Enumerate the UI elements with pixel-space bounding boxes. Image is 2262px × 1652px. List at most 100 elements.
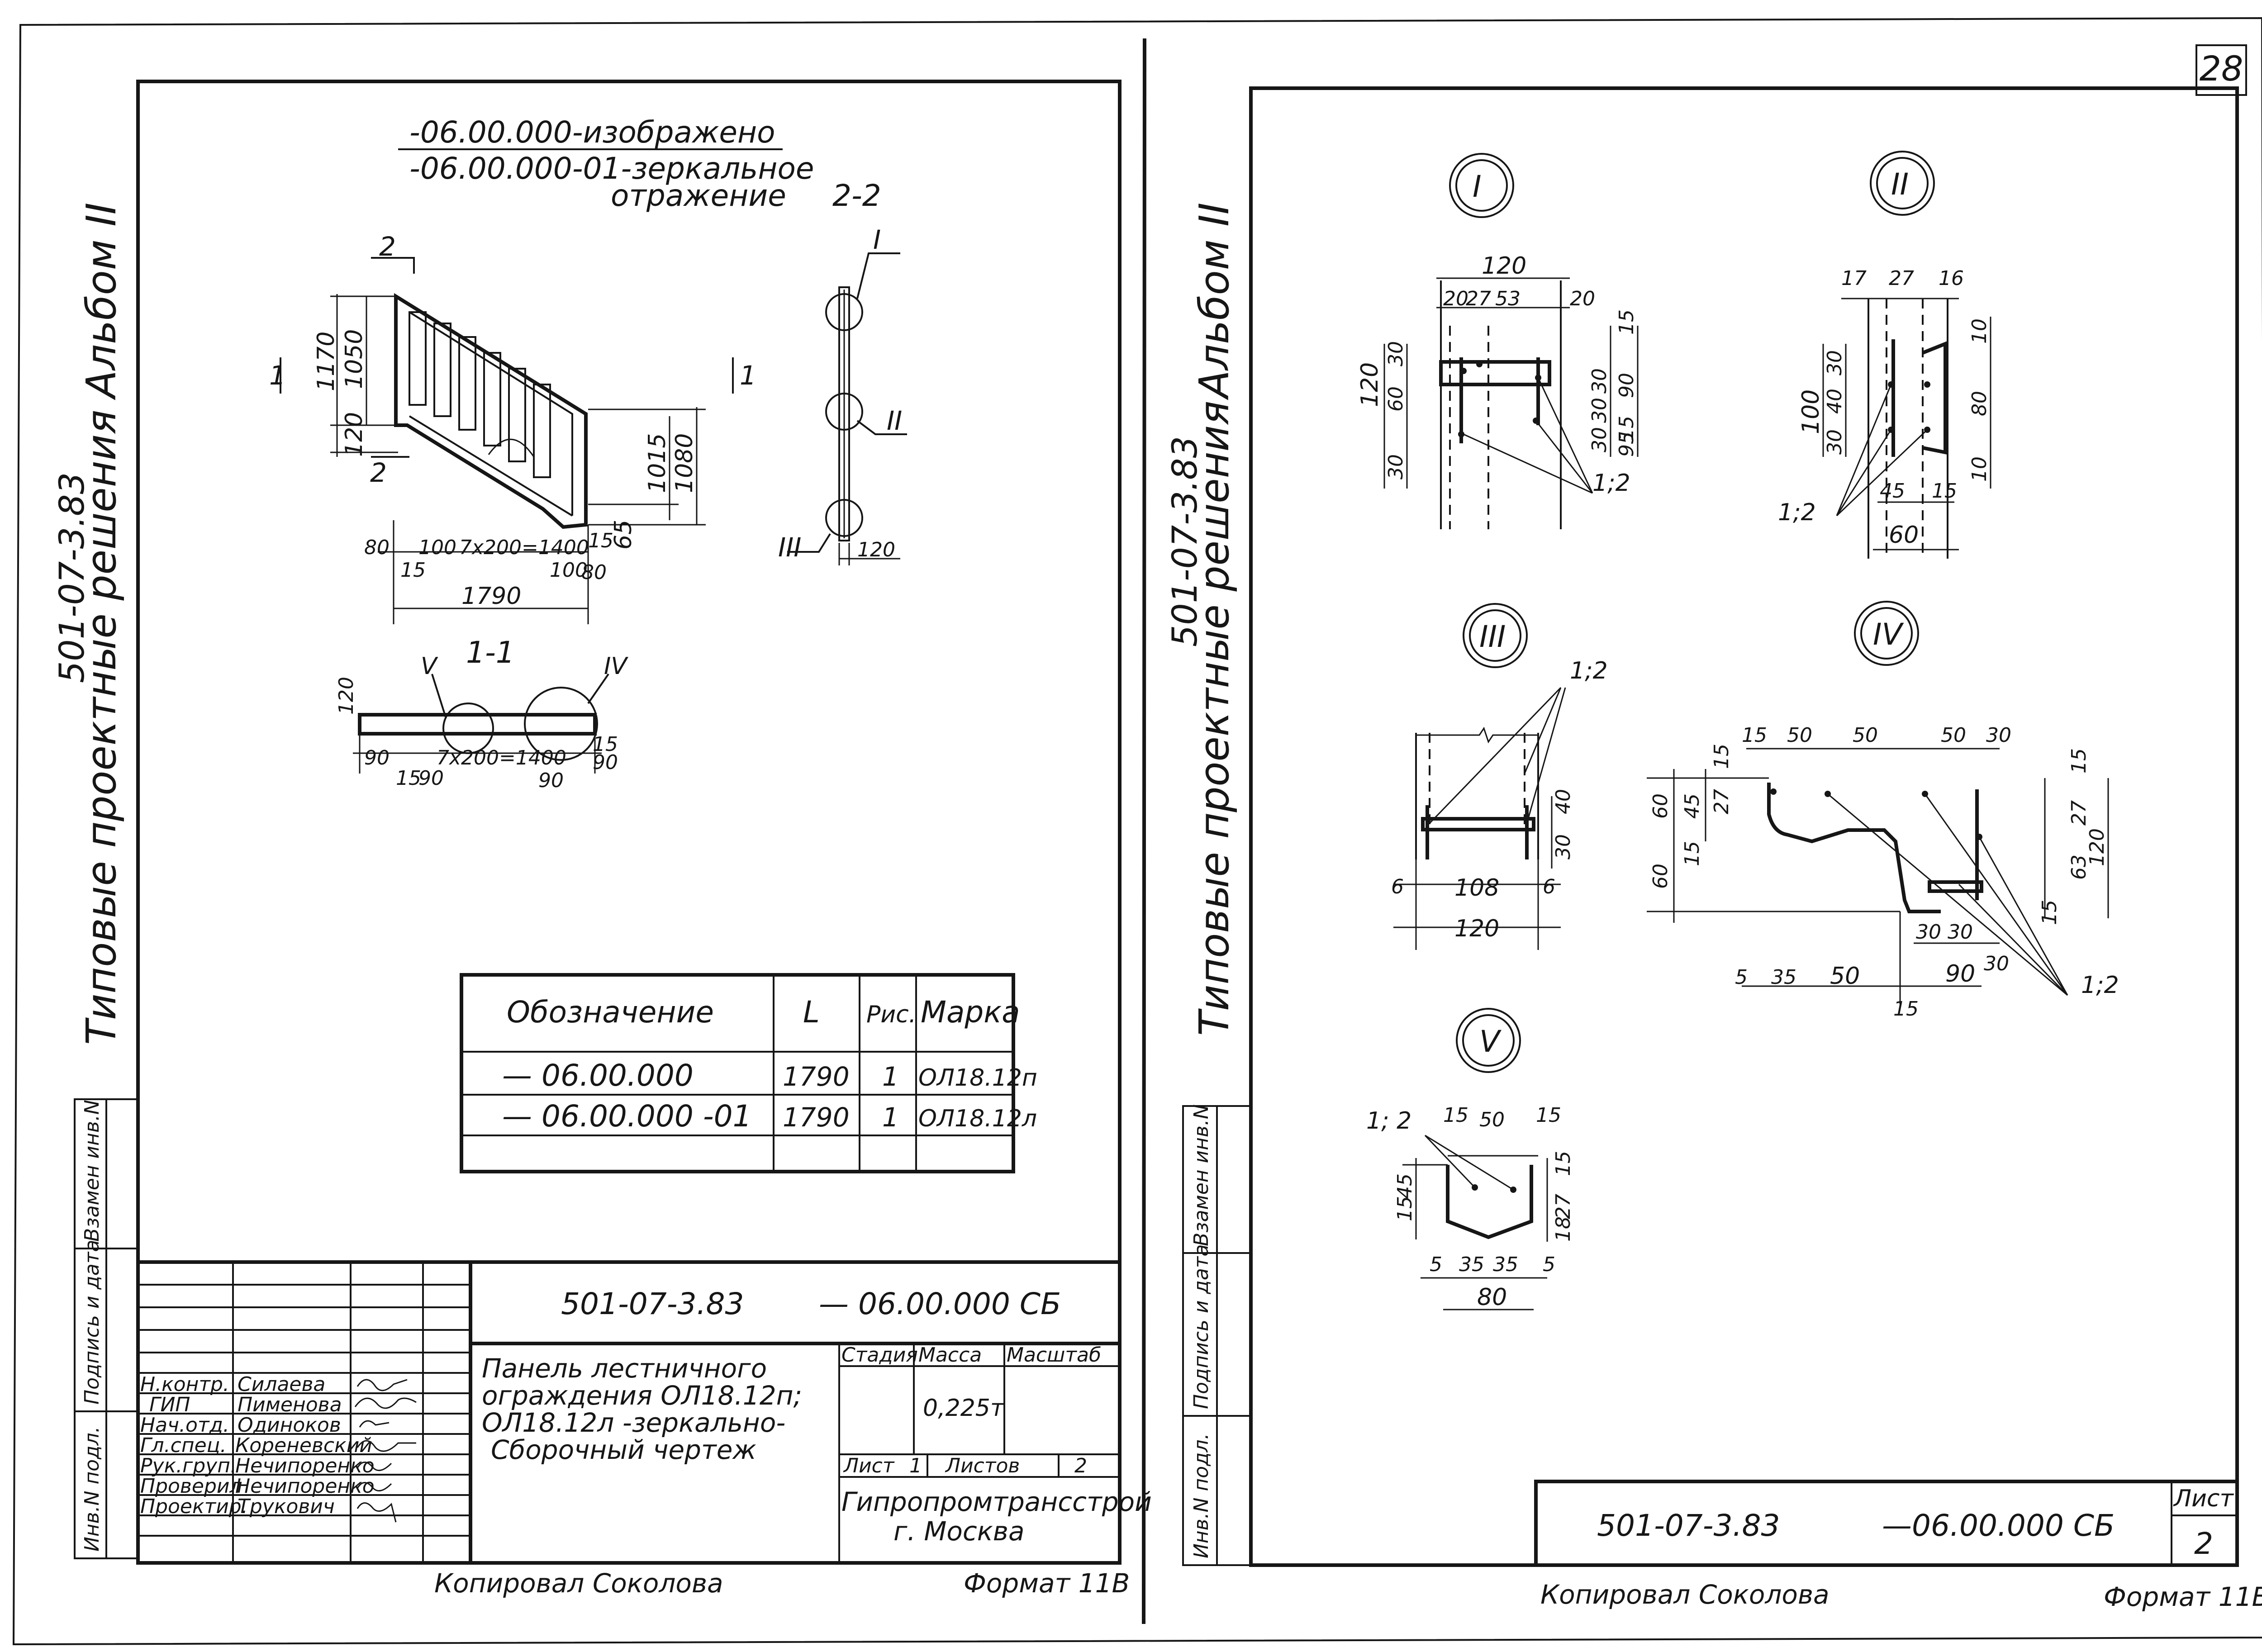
detail-iii [1393, 603, 1566, 950]
right-strip-label-2: Подпись и дата [1190, 1244, 1213, 1409]
d2-v30a: 30 [1823, 350, 1846, 375]
detail-v-label: V [1479, 1024, 1502, 1059]
title-line-2: ограждения ОЛ18.12п; [482, 1380, 802, 1411]
d4-b15: 15 [1893, 997, 1919, 1021]
right-title-block [1534, 1480, 2239, 1567]
right-side-strip [1182, 1105, 1252, 1566]
mass-value: 0,225т [923, 1395, 1005, 1422]
d5-l45: 45 [1393, 1173, 1416, 1199]
d5-leader: 1; 2 [1366, 1107, 1411, 1135]
d3-w120: 120 [1454, 915, 1499, 942]
d3-w108: 108 [1454, 874, 1499, 902]
d1-v30b: 30 [1384, 454, 1407, 479]
role-6: Проверил [140, 1475, 242, 1498]
d4-l15b: 15 [1681, 841, 1704, 866]
callout-ii: II [887, 405, 902, 436]
spec-header-mark: Марка [921, 995, 1020, 1030]
d5-t50: 50 [1479, 1108, 1505, 1131]
detail-iii-label: III [1479, 619, 1506, 654]
d4-l60a: 60 [1649, 793, 1672, 819]
d3-v30: 30 [1552, 834, 1575, 859]
d4-top2: 50 [1787, 724, 1812, 747]
sec-mark-1a: 1 [269, 360, 286, 391]
left-album-code: 501-07-3.83 [52, 472, 92, 683]
spec-row-1-fig: 1 [882, 1061, 899, 1092]
scale-label: Масштаб [1007, 1343, 1101, 1367]
name-6: Нечипоренко [235, 1475, 375, 1498]
d5-b35b: 35 [1493, 1253, 1518, 1276]
dim-1170: 1170 [313, 332, 340, 391]
d1-r30a: 30 [1588, 368, 1611, 394]
left-strip-label-2: Подпись и дата [81, 1240, 104, 1405]
right-sheet-label: Лист [2173, 1485, 2234, 1512]
left-format: Формат 11В [964, 1568, 1130, 1599]
d4-b30a: 30 [1916, 921, 1941, 944]
role-7: Проектир. [140, 1495, 248, 1518]
spec-row-2-fig: 1 [882, 1102, 899, 1133]
spec-row-2-designation: — 06.00.000 -01 [502, 1099, 752, 1134]
sec-mark-1b: 1 [740, 360, 756, 391]
right-title-doc-number: —06.00.000 СБ [1882, 1508, 2115, 1543]
spec-row-1-designation: — 06.00.000 [502, 1058, 694, 1093]
d4-r15a: 15 [2067, 748, 2091, 774]
spec-table-grid [460, 973, 1015, 1173]
d4-b30b: 30 [1948, 921, 1973, 944]
spec-row-2-mark: ОЛ18.12л [918, 1105, 1037, 1132]
name-7: Трукович [238, 1495, 335, 1518]
stage-label: Стадия [841, 1343, 918, 1367]
plan-dim-90d: 90 [538, 769, 564, 792]
org-line-1: Гипропромтрансстрой [841, 1486, 1152, 1517]
detail-iv-label: IV [1873, 617, 1904, 652]
d4-b90: 90 [1945, 960, 1975, 987]
title-line-1: Панель лестничного [482, 1353, 767, 1384]
note-line-1: -06.00.000-изображено [409, 115, 775, 150]
detail-ii-label: II [1891, 167, 1909, 202]
d1-r90: 90 [1615, 373, 1638, 398]
detail-iv [1647, 601, 2109, 1004]
right-sheet-value: 2 [2194, 1526, 2213, 1561]
spec-row-1-mark: ОЛ18.12п [918, 1064, 1037, 1092]
sheets-value: 2 [1074, 1454, 1087, 1477]
mass-label: Масса [918, 1343, 982, 1367]
d2-w45: 45 [1880, 479, 1905, 503]
d1-d: 20 [1570, 287, 1595, 310]
name-2: Пименова [238, 1393, 342, 1416]
right-format: Формат 11В [2104, 1581, 2262, 1612]
left-strip-label-1: Инв.N подл. [81, 1426, 104, 1552]
d1-v120: 120 [1356, 362, 1383, 407]
dim-15-left: 15 [400, 559, 426, 582]
d2-b: 27 [1889, 267, 1914, 290]
d2-r80: 80 [1968, 391, 1991, 416]
right-series: Типовые проектные решения [1191, 401, 1238, 1036]
d2-c: 16 [1939, 267, 1964, 290]
spec-header-fig: Рис. [866, 1001, 916, 1028]
d4-top3: 50 [1853, 724, 1878, 747]
spec-row-2-l: 1790 [783, 1102, 850, 1133]
d4-b5: 5 [1735, 966, 1748, 989]
spec-header-l: L [803, 995, 820, 1030]
title-block-grid [136, 1260, 1121, 1565]
plan-dim-90c: 90 [593, 751, 618, 774]
d4-r120: 120 [2086, 828, 2109, 866]
d1-w120: 120 [1482, 252, 1526, 280]
d5-t15b: 15 [1536, 1104, 1561, 1127]
right-copied-by: Копировал Соколова [1540, 1579, 1830, 1610]
d2-v100: 100 [1797, 389, 1825, 434]
d1-a: 20 [1443, 287, 1468, 310]
title-line-4: Сборочный чертеж [491, 1434, 756, 1465]
d4-r27: 27 [2067, 800, 2091, 826]
dim-7x200: 7x200=1400 [459, 536, 589, 559]
dim-80-left: 80 [364, 536, 390, 559]
d1-v30a: 30 [1384, 341, 1407, 366]
d4-r63: 63 [2067, 854, 2091, 880]
d3-w6b: 6 [1543, 875, 1555, 898]
dim-15-right: 15 [588, 529, 613, 552]
plan-dim-15: 15 [396, 767, 421, 790]
left-copied-by: Копировал Соколова [434, 1568, 723, 1599]
d2-leader: 1;2 [1778, 499, 1816, 526]
dim-100-left: 100 [418, 536, 456, 559]
section-1-1-title: 1-1 [466, 635, 515, 670]
title-block-doc-number: — 06.00.000 СБ [819, 1286, 1061, 1321]
right-strip-label-3: Взамен инв.N [1190, 1104, 1213, 1246]
